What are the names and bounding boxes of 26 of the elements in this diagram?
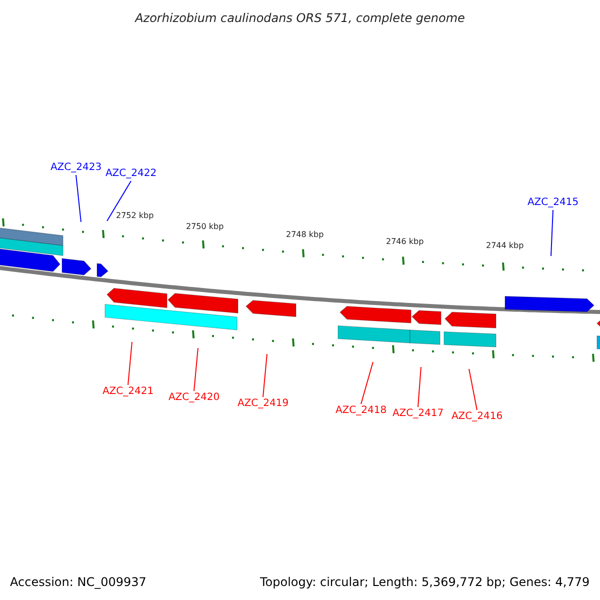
- gene-label: AZC_2416: [451, 411, 503, 423]
- leader-line: [76, 174, 82, 222]
- gene-label: AZC_2420: [168, 392, 220, 404]
- gene-label: AZC_2423: [50, 162, 102, 174]
- scale-label: 2744 kbp: [486, 241, 524, 251]
- leader-line: [550, 210, 554, 256]
- gene-label: AZC_2422: [105, 168, 157, 180]
- gene-label: AZC_2415: [527, 197, 579, 209]
- genome-info-text: Topology: circular; Length: 5,369,772 bp; Genes: 4,779: [260, 575, 590, 589]
- leader-line: [468, 368, 478, 410]
- scale-label: 2746 kbp: [386, 237, 424, 247]
- leader-line: [262, 354, 268, 398]
- gene-label: AZC_2418: [335, 405, 387, 417]
- gene-label: AZC_2419: [237, 398, 289, 410]
- leader-line: [360, 362, 374, 404]
- scale-label: 2752 kbp: [116, 211, 154, 221]
- scale-label: 2750 kbp: [186, 222, 224, 232]
- leader-line: [128, 342, 132, 386]
- leader-line: [106, 180, 132, 222]
- accession-text: Accession: NC_009937: [10, 575, 146, 589]
- leader-line: [194, 348, 198, 392]
- diagram-title: Azorhizobium caulinodans ORS 571, complete genome: [135, 11, 465, 25]
- gene-label: AZC_2417: [392, 408, 444, 420]
- leader-line: [418, 366, 422, 408]
- scale-label: 2748 kbp: [286, 230, 324, 240]
- gene-label: AZC_2421: [102, 386, 154, 398]
